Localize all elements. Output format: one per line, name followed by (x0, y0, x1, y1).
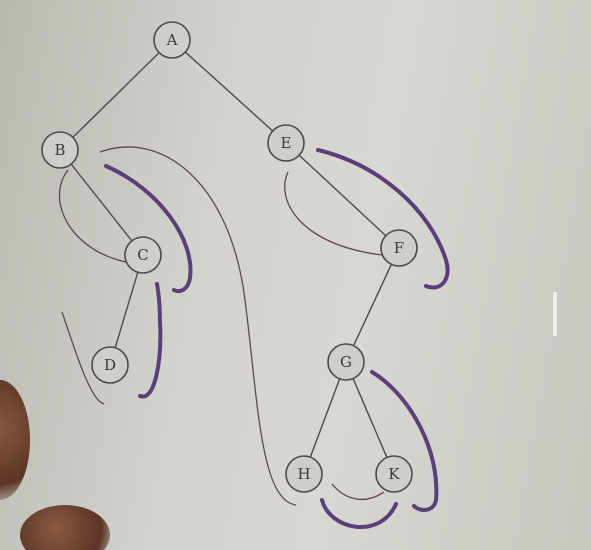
edge-e-f (285, 142, 400, 249)
node-circle (380, 229, 418, 267)
node-label: K (388, 465, 400, 483)
thick-thread-arcs (104, 148, 450, 529)
node-circle (285, 455, 323, 493)
node-label: F (394, 239, 404, 257)
light-glare (553, 292, 557, 336)
node-k: K (375, 455, 413, 493)
node-circle (327, 343, 365, 381)
thread-h-to-k (331, 483, 385, 500)
node-f: F (380, 229, 418, 267)
edge-a-e (171, 39, 287, 144)
thread-e-to-f (284, 171, 383, 256)
node-d: D (91, 346, 129, 384)
node-e: E (267, 124, 305, 162)
node-circle (124, 236, 162, 274)
finger-shadow-bottom (20, 505, 110, 550)
node-label: G (340, 353, 352, 371)
node-label: B (54, 141, 65, 159)
node-label: H (297, 465, 310, 483)
node-b: B (41, 131, 79, 169)
node-label: E (281, 134, 292, 152)
tree-nodes: A B E C D F G H K (41, 21, 418, 493)
node-label: C (137, 246, 148, 264)
edge-c-d (109, 254, 144, 366)
edge-g-k (345, 361, 395, 475)
node-circle (153, 21, 191, 59)
node-c: C (124, 236, 162, 274)
node-label: A (166, 31, 178, 49)
node-h: H (285, 455, 323, 493)
thread-f-to-e (316, 148, 450, 290)
edge-a-b (59, 39, 173, 151)
node-a: A (153, 21, 191, 59)
thread-d-to-b (61, 311, 105, 405)
tree-edges (59, 39, 400, 475)
edge-b-c (59, 149, 144, 256)
node-circle (375, 455, 413, 493)
node-circle (41, 131, 79, 169)
thread-k-to-g (370, 370, 439, 512)
thread-c-to-b (104, 164, 193, 294)
thread-b-to-c (58, 169, 127, 263)
edge-g-h (303, 361, 347, 475)
thin-thread-arcs (58, 146, 385, 506)
node-label: D (104, 356, 116, 374)
node-g: G (327, 343, 365, 381)
node-circle (91, 346, 129, 384)
edge-f-g (345, 247, 400, 363)
thread-d-to-c (138, 282, 163, 399)
thread-h-to-k-bottom (320, 498, 398, 529)
node-circle (267, 124, 305, 162)
thread-h-to-b (99, 146, 297, 506)
